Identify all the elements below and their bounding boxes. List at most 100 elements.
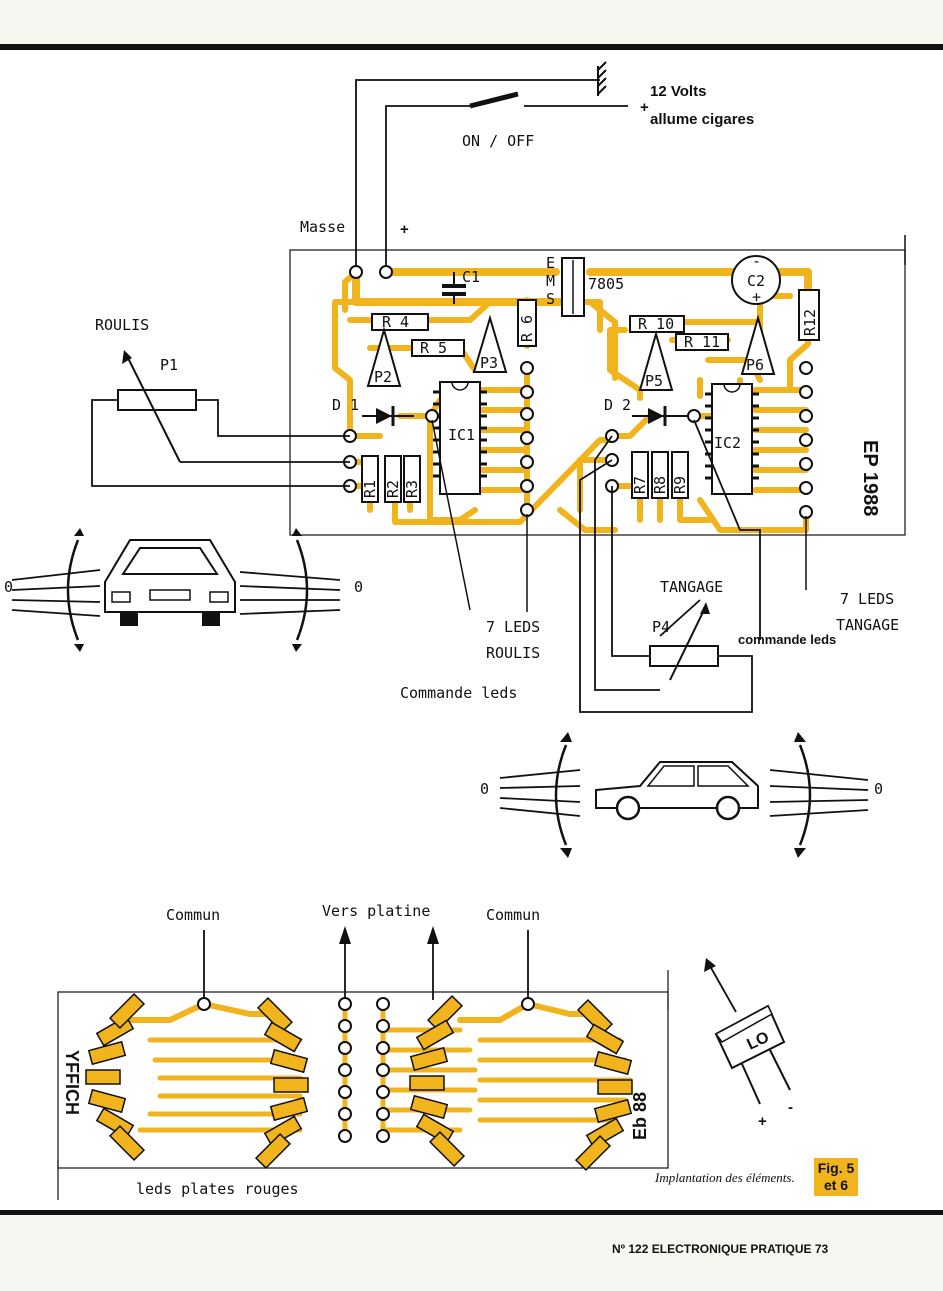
roulis-zero-right: 0 xyxy=(354,578,363,596)
supply-wiring xyxy=(355,61,628,270)
r1-label: R1 xyxy=(361,480,379,498)
r8-label: R8 xyxy=(651,476,669,494)
leds-plates-rouges-label: leds plates rouges xyxy=(136,1180,299,1198)
capacitor-c1 xyxy=(442,272,466,304)
led-array-right-outer xyxy=(574,998,633,1172)
regulator-7805 xyxy=(561,257,585,317)
p3-label: P3 xyxy=(480,354,498,372)
leds7-tangage-line1: 7 LEDS xyxy=(840,590,894,608)
vers-platine-label: Vers platine xyxy=(322,902,430,920)
d1-label: D 1 xyxy=(332,396,359,414)
capacitor-c2 xyxy=(731,255,781,305)
r7-label: R7 xyxy=(631,476,649,494)
resistor-r8 xyxy=(651,451,669,499)
led-board-id-left: YFFICH xyxy=(62,1050,82,1115)
label-leader-lines xyxy=(431,419,807,713)
roulis-zero-left: 0 xyxy=(4,578,13,596)
led-array-left-outer xyxy=(85,992,146,1162)
figure-badge: Fig. 5 et 6 xyxy=(814,1158,858,1196)
led-array-left-inner xyxy=(254,996,309,1170)
d2-label: D 2 xyxy=(604,396,631,414)
commande-leds-2-label: commande leds xyxy=(738,632,836,647)
commun-left-label: Commun xyxy=(166,906,220,924)
onoff-label: ON / OFF xyxy=(462,132,534,150)
main-pcb: C1 E M S 7805 C2 - + R12 R 4 xyxy=(289,235,906,536)
ic2-label: IC2 xyxy=(714,434,741,452)
leds7-tangage-line2: TANGAGE xyxy=(836,616,899,634)
figure-number-2: et 6 xyxy=(823,1177,849,1193)
p6-label: P6 xyxy=(746,356,764,374)
resistor-r11 xyxy=(675,333,729,351)
trimmer-p3 xyxy=(472,314,508,373)
resistor-r6 xyxy=(517,299,537,347)
flat-led-minus: - xyxy=(788,1099,793,1116)
r4-label: R 4 xyxy=(382,313,409,331)
potentiometer-p1 xyxy=(91,350,350,487)
resistor-r7 xyxy=(631,451,649,499)
r9-label: R9 xyxy=(671,476,689,494)
commun-right-label: Commun xyxy=(486,906,540,924)
car-front-icon xyxy=(11,528,341,652)
r6-label: R 6 xyxy=(518,315,536,342)
flat-led-detail xyxy=(704,958,791,1105)
p4-label: P4 xyxy=(652,618,670,636)
masse-label: Masse xyxy=(300,218,345,236)
c1-label: C1 xyxy=(462,268,480,286)
plus-label: + xyxy=(400,221,409,238)
reg-pin-m: M xyxy=(546,272,555,290)
p1-label: P1 xyxy=(160,356,178,374)
leds7-roulis-line2: ROULIS xyxy=(486,644,540,662)
resistor-r3 xyxy=(403,455,421,503)
resistor-r4 xyxy=(371,313,429,331)
trimmer-p5 xyxy=(638,330,674,391)
p2-label: P2 xyxy=(374,368,392,386)
cigar-lighter-label: allume cigares xyxy=(650,111,754,128)
page-footer: Nº 122 ELECTRONIQUE PRATIQUE 73 xyxy=(612,1242,829,1256)
r3-label: R3 xyxy=(403,480,421,498)
board-id-label: EP 1988 xyxy=(859,440,881,516)
leds7-roulis-line1: 7 LEDS xyxy=(486,618,540,636)
roulis-label: ROULIS xyxy=(95,316,149,334)
reg-pin-s: S xyxy=(546,290,555,308)
led-board: YFFICH Eb 88 xyxy=(57,970,669,1200)
resistor-r2 xyxy=(384,455,402,503)
main-pcb-outline xyxy=(289,249,906,536)
flat-led-plus: + xyxy=(758,1113,767,1130)
diode-d1 xyxy=(362,406,414,426)
ground-symbol xyxy=(597,61,607,96)
c2-plus: + xyxy=(752,288,761,306)
tangage-zero-left: 0 xyxy=(480,780,489,798)
trimmer-p6 xyxy=(740,314,776,375)
resistor-r12 xyxy=(798,289,820,341)
resistor-r5 xyxy=(411,339,465,357)
r10-label: R 10 xyxy=(638,315,674,333)
car-side-icon xyxy=(499,732,869,858)
reg-label: 7805 xyxy=(588,275,624,293)
led-board-outline xyxy=(57,991,669,1169)
tangage-label: TANGAGE xyxy=(660,578,723,596)
supply-voltage-label: 12 Volts xyxy=(650,83,706,100)
plus-terminal-label: + xyxy=(640,99,649,116)
ic2 xyxy=(705,383,759,495)
figure-number: Fig. 5 xyxy=(817,1160,855,1176)
r11-label: R 11 xyxy=(684,333,720,351)
led-board-pads xyxy=(197,997,535,1143)
potentiometer-p4 xyxy=(649,602,719,681)
p5-label: P5 xyxy=(645,372,663,390)
resistor-r10 xyxy=(629,315,685,333)
c2-label: C2 xyxy=(747,272,765,290)
r5-label: R 5 xyxy=(420,339,447,357)
figure-caption: Implantation des éléments. xyxy=(655,1170,795,1185)
ic1-label: IC1 xyxy=(448,426,475,444)
led-board-leaders xyxy=(203,926,529,1000)
tangage-zero-right: 0 xyxy=(874,780,883,798)
resistor-r1 xyxy=(361,455,379,503)
r12-label: R12 xyxy=(801,309,819,336)
c2-minus: - xyxy=(752,252,761,270)
reg-pin-e: E xyxy=(546,254,555,272)
r2-label: R2 xyxy=(384,480,402,498)
main-pcb-pads xyxy=(343,265,813,519)
ic1 xyxy=(433,381,487,495)
commande-leds-label: Commande leds xyxy=(400,684,517,702)
